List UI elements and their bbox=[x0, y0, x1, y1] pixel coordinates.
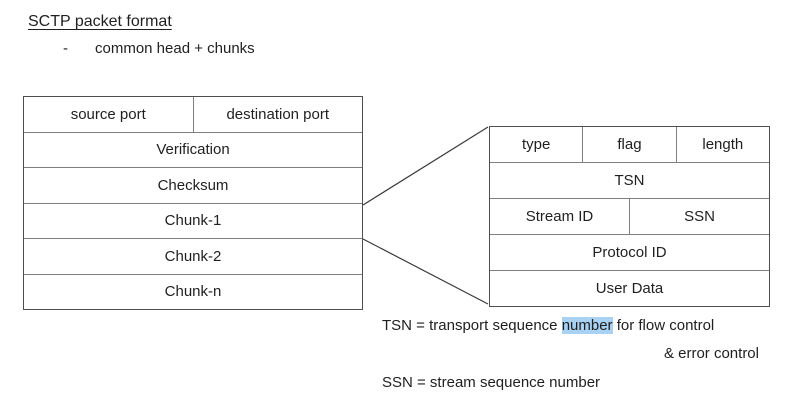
cell-protocol-id: Protocol ID bbox=[592, 244, 667, 261]
subtitle-bullet-line: - common head + chunks bbox=[63, 40, 255, 57]
cell-checksum: Checksum bbox=[157, 176, 229, 194]
notes-block: TSN = transport sequence number for flow… bbox=[382, 316, 759, 393]
cell-ssn: SSN bbox=[629, 199, 769, 234]
table-row-checksum: Checksum bbox=[24, 167, 362, 203]
cell-chunk-2: Chunk-2 bbox=[164, 247, 222, 265]
cell-verification: Verification bbox=[156, 141, 230, 159]
cell-chunk-n: Chunk-n bbox=[164, 283, 222, 301]
cell-tsn: TSN bbox=[614, 172, 645, 189]
table-row-ports: source port destination port bbox=[24, 97, 362, 132]
subtitle-text: common head + chunks bbox=[95, 40, 255, 57]
table-row-type-flag-length: type flag length bbox=[490, 127, 769, 162]
table-row-stream-ssn: Stream ID SSN bbox=[490, 198, 769, 234]
cell-flag: flag bbox=[582, 127, 675, 162]
bullet-dash: - bbox=[63, 40, 68, 57]
table-row-tsn: TSN bbox=[490, 162, 769, 198]
cell-length: length bbox=[675, 127, 769, 162]
cell-user-data: User Data bbox=[595, 280, 664, 297]
note-tsn-definition: TSN = transport sequence number for flow… bbox=[382, 316, 759, 336]
connector-line-top bbox=[362, 126, 489, 206]
cell-type: type bbox=[521, 136, 551, 153]
table-row-chunk-2: Chunk-2 bbox=[24, 238, 362, 274]
sctp-packet-table: source port destination port Verificatio… bbox=[23, 96, 363, 310]
note-tsn-before: TSN = transport sequence bbox=[382, 317, 562, 334]
page-title: SCTP packet format bbox=[28, 13, 172, 30]
cell-source-port: source port bbox=[70, 105, 146, 123]
note-tsn-highlighted-word: number bbox=[561, 317, 613, 334]
cell-stream-id: Stream ID bbox=[525, 208, 594, 225]
chunk-structure-table: type flag length TSN Stream ID SSN Proto… bbox=[489, 126, 770, 307]
note-error-control: & error control bbox=[663, 345, 759, 362]
table-row-verification: Verification bbox=[24, 131, 362, 168]
note-ssn-definition: SSN = stream sequence number bbox=[382, 374, 601, 391]
connector-line-bottom bbox=[362, 238, 489, 305]
cell-destination-port: destination port bbox=[192, 97, 363, 132]
table-row-chunk-1: Chunk-1 bbox=[24, 202, 362, 239]
cell-chunk-1: Chunk-1 bbox=[164, 212, 222, 230]
note-tsn-after: for flow control bbox=[612, 317, 715, 334]
table-row-protocol-id: Protocol ID bbox=[490, 234, 769, 270]
table-row-user-data: User Data bbox=[490, 270, 769, 306]
table-row-chunk-n: Chunk-n bbox=[24, 273, 362, 310]
